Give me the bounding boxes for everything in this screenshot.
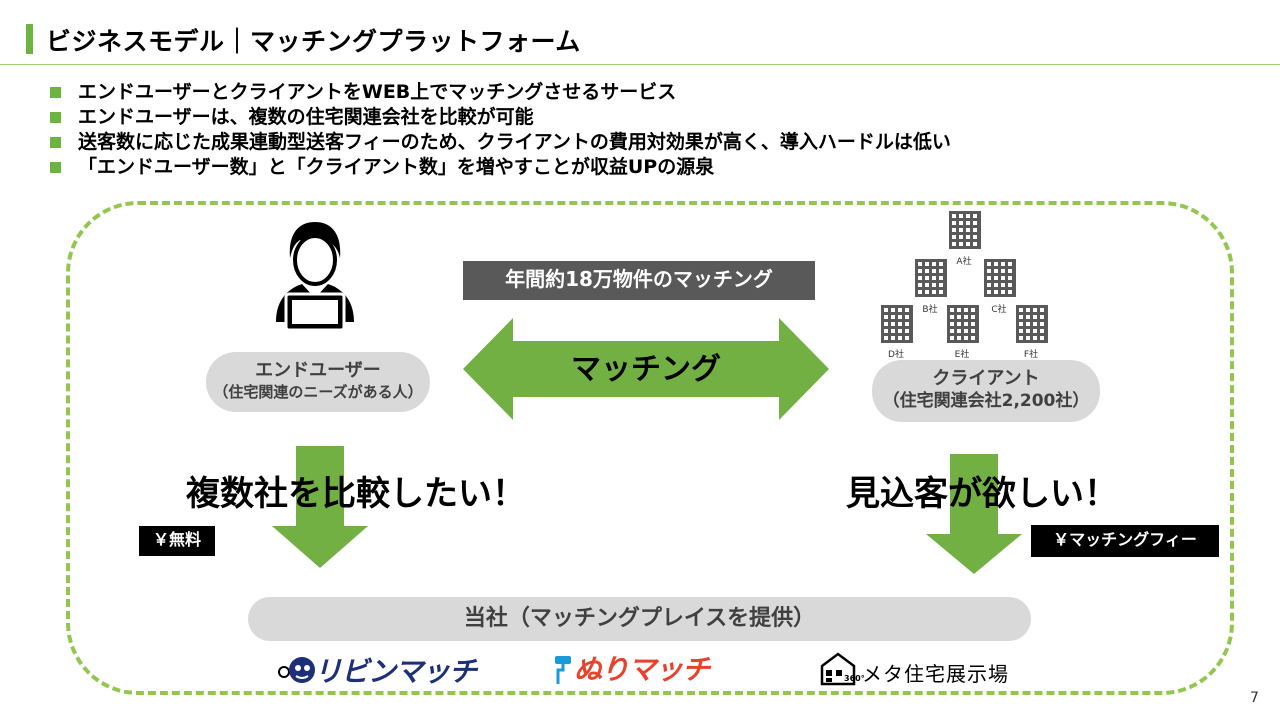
nuri-match-wordmark: ぬりマッチ (574, 653, 710, 686)
platform-frame (66, 201, 1234, 695)
building-icon (949, 211, 981, 249)
rebin-match-wordmark: リビンマッチ (314, 655, 477, 688)
building-icon (1016, 305, 1048, 343)
house-360-icon (820, 652, 856, 686)
building-icon (881, 305, 913, 343)
page-title: ビジネスモデル｜マッチングプラットフォーム (46, 27, 581, 56)
building-icon (947, 305, 979, 343)
company-label: E社 (954, 350, 970, 360)
meta-housing-logo: 360° メタ住宅展示場 (818, 652, 1018, 692)
bullet-square-icon (50, 112, 61, 123)
end-user-label: エンドユーザー (255, 360, 381, 381)
bullet-square-icon (50, 87, 61, 98)
bullet-item: エンドユーザーは、複数の住宅関連会社を比較が可能 (48, 105, 951, 130)
end-user-sub: （住宅関連のニーズがある人） (213, 383, 423, 401)
fee-free-badge: ￥無料 (139, 526, 215, 556)
bullet-item: エンドユーザーとクライアントをWEB上でマッチングさせるサービス (48, 80, 951, 105)
building-icon (915, 259, 947, 297)
paint-roller-icon (555, 656, 571, 684)
bullet-square-icon (50, 162, 61, 173)
end-user-person-icon (276, 222, 354, 330)
meta-housing-wordmark: メタ住宅展示場 (862, 662, 1009, 686)
company-label: A社 (956, 257, 972, 267)
annual-matching-box: 年間約18万物件のマッチング (463, 261, 815, 300)
building-icon (984, 259, 1016, 297)
rebin-mascot-icon (278, 657, 315, 683)
company-label: B社 (922, 305, 938, 315)
nuri-match-logo: ぬりマッチ (552, 650, 742, 690)
bullet-square-icon (50, 137, 61, 148)
user-down-arrow (272, 446, 368, 568)
bullet-item: 「エンドユーザー数」と「クライアント数」を増やすことが収益UPの源泉 (48, 155, 951, 180)
bullet-item: 送客数に応じた成果連動型送客フィーのため、クライアントの費用対効果が高く、導入ハ… (48, 130, 951, 155)
matching-label: マッチング (571, 352, 721, 387)
fee-matching-badge: ￥マッチングフィー (1031, 525, 1219, 557)
client-pill: クライアント （住宅関連会社2,200社） (872, 360, 1100, 422)
client-need-text: 見込客が欲しい！ (846, 474, 1118, 514)
client-label: クライアント (932, 368, 1040, 389)
company-label: F社 (1023, 350, 1039, 360)
title-divider (0, 64, 1280, 65)
user-need-text: 複数社を比較したい！ (186, 474, 526, 514)
rebin-match-logo: リビンマッチ (276, 652, 477, 688)
company-label: D社 (888, 350, 904, 360)
client-sub: （住宅関連会社2,200社） (882, 391, 1090, 411)
company-pill: 当社（マッチングプレイスを提供） (248, 597, 1031, 641)
meta-360-badge: 360° (844, 674, 865, 683)
page-number: 7 (1250, 690, 1259, 706)
client-down-arrow (926, 454, 1022, 574)
company-label: C社 (991, 305, 1007, 315)
title-accent-bar (26, 24, 33, 54)
matching-double-arrow (463, 318, 829, 420)
end-user-pill: エンドユーザー （住宅関連のニーズがある人） (206, 352, 430, 412)
bullet-list: エンドユーザーとクライアントをWEB上でマッチングさせるサービス エンドユーザー… (48, 80, 951, 180)
